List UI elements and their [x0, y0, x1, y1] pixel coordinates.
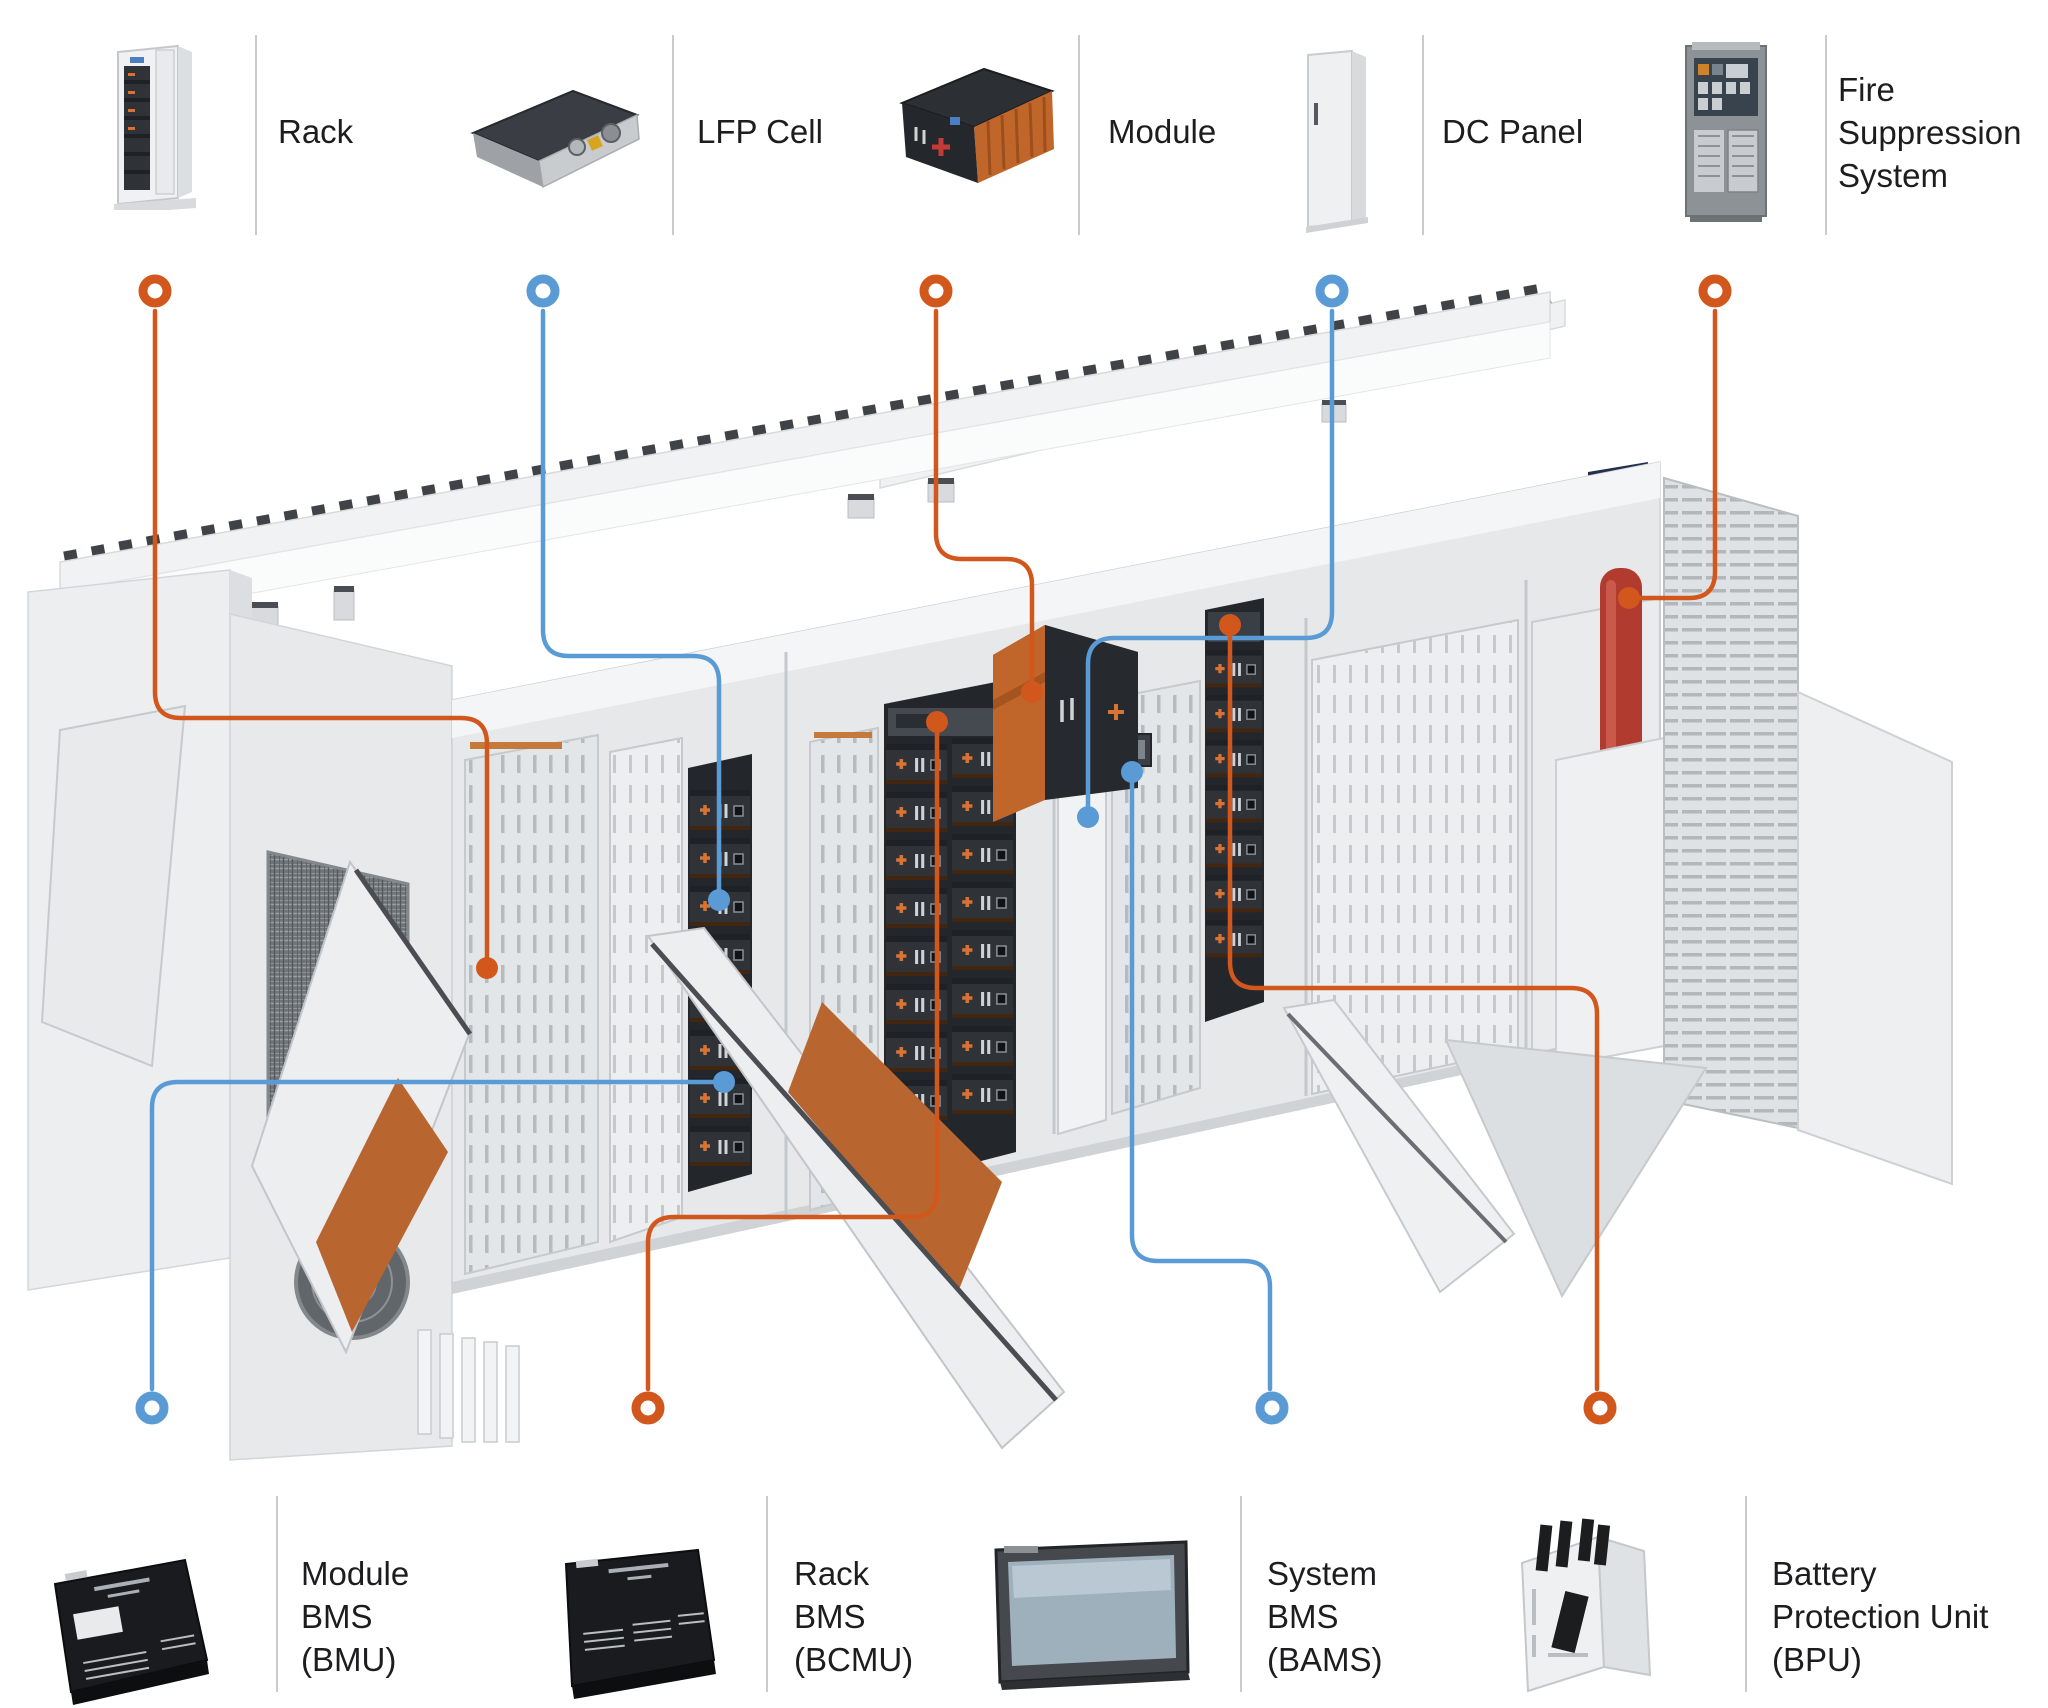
dc-panel-endpoint-dot [1077, 806, 1099, 828]
module-marker [919, 274, 953, 308]
rack-endpoint-dot [476, 957, 498, 979]
container-roof-rails [59, 282, 1566, 629]
callout-endpoint-dots [476, 587, 1640, 1093]
fire-suppression-callout-line [1637, 308, 1718, 601]
rack-bms-endpoint-dot [926, 711, 948, 733]
legend-label-system-bms: System BMS (BAMS) [1267, 1555, 1383, 1678]
hvac-slats [417, 1329, 520, 1443]
system-bms-endpoint-dot [1121, 761, 1143, 783]
legend-divider [1422, 35, 1424, 235]
bpu-marker [1583, 1391, 1617, 1425]
lfp-cell-thumbnail [470, 89, 640, 189]
system-bms-callout-line [1129, 780, 1273, 1392]
rack-marker [138, 274, 172, 308]
fire-suppression-endpoint-dot [1618, 587, 1640, 609]
legend-divider [1078, 35, 1080, 235]
module-bms-callout-line [149, 1079, 716, 1392]
open-door-ramps [40, 704, 1708, 1450]
rack-bms-callout-line [645, 730, 940, 1392]
rack-bms-marker [631, 1391, 665, 1425]
container-end-door [1663, 476, 1953, 1186]
module-bms-marker [135, 1391, 169, 1425]
dc-panel-thumbnail [1306, 49, 1368, 233]
lfp-cell-endpoint-dot [708, 889, 730, 911]
legend-label-module-bms: Module BMS (BMU) [301, 1555, 410, 1678]
dc-panel-marker [1315, 274, 1349, 308]
cabinet2-battery-columns [884, 678, 1016, 1186]
callout-ring-markers [135, 274, 1732, 1425]
lfp-cell-callout-line [540, 308, 722, 892]
legend-divider [672, 35, 674, 235]
rack-thumbnail [114, 44, 196, 210]
fire-suppression-bay [1531, 568, 1665, 1068]
dc-panel-callout-line [1085, 308, 1335, 809]
legend-label-dc-panel: DC Panel [1442, 113, 1584, 150]
system-bms-thumbnail [994, 1540, 1190, 1690]
fire-suppression-thumbnail [1685, 42, 1767, 222]
module-bms-thumbnail [53, 1558, 209, 1705]
module-thumbnail [899, 67, 1055, 183]
legend-divider [766, 1496, 768, 1692]
fire-suppression-marker [1698, 274, 1732, 308]
extracted-module [993, 625, 1138, 822]
bpu-thumbnail [1520, 1518, 1652, 1693]
bpu-endpoint-dot [1219, 614, 1241, 636]
battery-cabinet-row [451, 461, 1953, 1294]
rack-callout-line [152, 308, 490, 960]
system-bms-marker [1255, 1391, 1289, 1425]
legend-label-fire-suppression: Fire Suppression System [1838, 71, 2022, 194]
lfp-cell-marker [526, 274, 560, 308]
legend-label-lfp-cell: LFP Cell [697, 113, 823, 150]
cabinet3-battery-column [1204, 598, 1264, 1022]
legend-label-rack-bms: Rack BMS (BCMU) [794, 1555, 914, 1678]
legend-label-module: Module [1108, 113, 1217, 150]
legend-divider [1745, 1496, 1747, 1692]
module-callout-line [933, 308, 1035, 684]
legend-label-rack: Rack [278, 113, 354, 150]
legend-divider [255, 35, 257, 235]
legend-divider [1240, 1496, 1242, 1692]
module-bms-endpoint-dot [713, 1071, 735, 1093]
legend-label-bpu: Battery Protection Unit (BPU) [1772, 1555, 1989, 1678]
module-endpoint-dot [1021, 681, 1043, 703]
legend-divider [276, 1496, 278, 1692]
bpu-callout-line [1227, 633, 1600, 1392]
rack-bms-thumbnail [564, 1548, 716, 1699]
legend-divider [1825, 35, 1827, 235]
callout-lines [149, 308, 1718, 1392]
cabinet1-right-door [609, 736, 683, 1244]
